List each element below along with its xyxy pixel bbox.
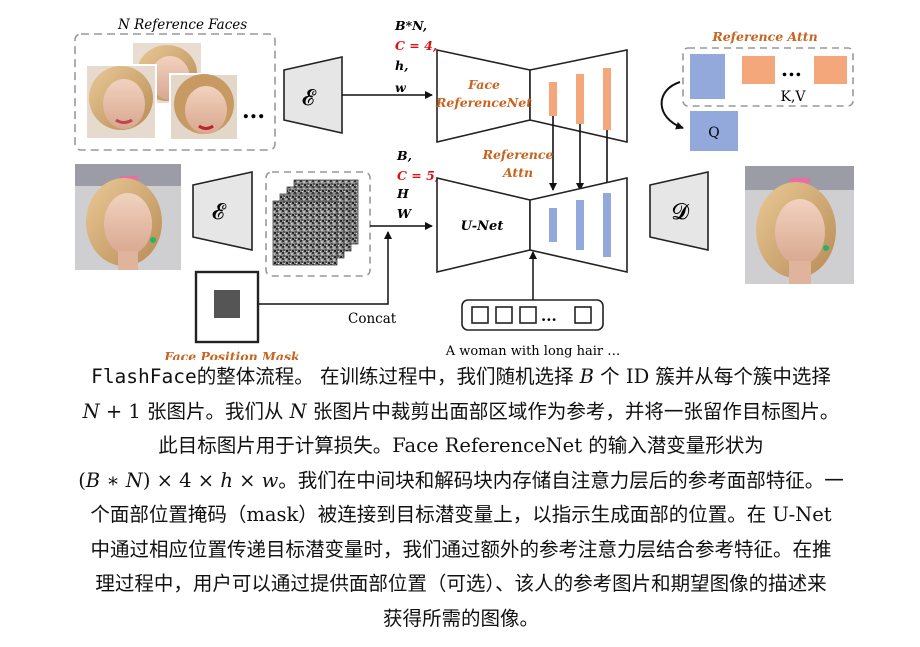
q-curved-arrow: [660, 81, 684, 130]
reference-attn-title: Reference Attn: [711, 29, 817, 44]
q-label: Q: [708, 125, 719, 141]
face-referencenet-label-line1: Face: [467, 77, 500, 92]
svg-text:B,: B,: [396, 148, 412, 163]
reference-faces-ellipsis: ...: [242, 98, 265, 124]
output-face-photo: [745, 166, 854, 284]
prompt-token-dots: ...: [541, 307, 557, 325]
reference-face-photo-1: [85, 64, 157, 140]
caption-line-3: 此目标图片用于计算损失。Face ReferenceNet 的输入潜变量形状为: [158, 434, 764, 457]
caption-line-2: 𝑁 + 1 张图片。我们从 𝑁 张图片中裁剪出面部区域作为参考，并将一张留作目标…: [82, 399, 840, 423]
latents-dashed-box: [265, 171, 371, 277]
caption-method-name: FlashFace: [91, 365, 197, 388]
encoder-top-symbol: 𝓔: [302, 86, 317, 111]
svg-text:B*N,: B*N,: [394, 18, 427, 33]
reference-face-photo-3: [169, 73, 239, 141]
ref-input-shape-label: B*N, C = 4, h, w: [394, 18, 437, 95]
encoder-mid-symbol: 𝓔: [212, 200, 227, 225]
reference-faces-dashed-box: [74, 33, 276, 151]
reference-attn-mid-line1: Reference: [482, 147, 554, 162]
kv-orange-token-2: [814, 56, 847, 84]
svg-text:h,: h,: [395, 58, 408, 73]
caption-line-7: 理过程中，用户可以通过提供面部位置（可选）、该人的参考图片和期望图像的描述来: [95, 572, 827, 595]
unet-input-shape-label: B, C = 5, H W: [396, 148, 439, 221]
caption-line-8: 获得所需的图像。: [382, 606, 539, 630]
encoder-top-block: [283, 56, 343, 134]
face-position-mask-label: Face Position Mask: [163, 349, 300, 360]
caption-line-5: 个面部位置掩码（mask）被连接到目标潜变量上，以指示生成面部的位置。在 U-N…: [90, 503, 832, 526]
target-face-photo: [75, 164, 181, 270]
referencenet-feature-bar-1: [549, 82, 557, 116]
kv-dashed-box: [682, 47, 854, 107]
svg-text:C = 4,: C = 4,: [395, 38, 437, 53]
encoder-mid-block: [192, 171, 253, 251]
kv-label: K,V: [780, 89, 806, 105]
decoder-symbol: 𝓓: [672, 200, 690, 225]
svg-text:W: W: [397, 206, 413, 221]
prompt-token-1: [471, 306, 489, 324]
unet-label: U-Net: [461, 219, 504, 234]
face-position-mask-region: [214, 290, 240, 318]
caption-line-6: 中通过相应位置传递目标潜变量时，我们通过额外的参考注意力层结合参考特征。在推: [90, 537, 832, 561]
concat-label: Concat: [348, 311, 397, 327]
noise-latent-1: [272, 200, 338, 266]
face-referencenet-label-line2: ReferenceNet: [435, 95, 532, 110]
figure-caption: FlashFace的整体流程。 在训练过程中，我们随机选择 𝐵 个 ID 簇并从…: [18, 360, 904, 636]
text-prompt-label: A woman with long hair …: [445, 344, 621, 359]
prompt-token-3: [519, 306, 537, 324]
decoder-block: [649, 171, 709, 251]
svg-text:C = 5,: C = 5,: [397, 168, 439, 183]
prompt-token-2: [495, 306, 513, 324]
kv-dots: ...: [781, 57, 802, 81]
kv-orange-token-1: [742, 56, 775, 84]
caption-line-4: (𝐵 ∗ 𝑁) × 4 × ℎ × 𝑤。我们在中间块和解码块内存储自注意力层后的…: [78, 468, 844, 492]
unet-feature-bar-1: [549, 208, 557, 242]
reference-attn-mid-line2: Attn: [502, 165, 533, 180]
kv-blue-token: [690, 54, 725, 99]
concat-arrow: [258, 231, 392, 305]
n-reference-faces-label: N Reference Faces: [117, 17, 247, 33]
unet-feature-bar-3: [603, 193, 611, 257]
prompt-token-4: [574, 306, 592, 324]
referencenet-feature-bar-3: [603, 68, 611, 130]
svg-text:w: w: [395, 80, 407, 95]
flashface-pipeline-figure: N Reference Faces ... 𝓔 B*N, C = 4, h, w…: [74, 17, 854, 360]
svg-text:H: H: [396, 186, 410, 201]
caption-line-1-text: 的整体流程。 在训练过程中，我们随机选择 𝐵 个 ID 簇并从每个簇中选择: [196, 365, 831, 388]
q-blue-token: [690, 111, 738, 151]
caption-line-1: FlashFace的整体流程。 在训练过程中，我们随机选择 𝐵 个 ID 簇并从…: [18, 360, 904, 395]
referencenet-feature-bar-2: [576, 74, 584, 124]
unet-feature-bar-2: [576, 200, 584, 250]
